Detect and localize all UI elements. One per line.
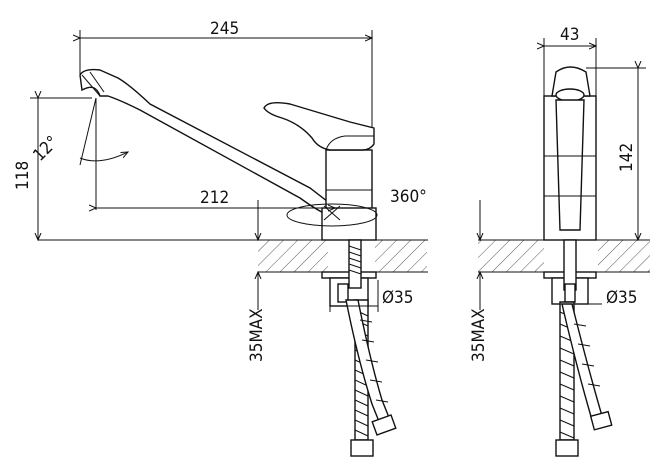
faucet-body: [79, 68, 378, 241]
dim-hole-label-front: Ø35: [606, 288, 638, 308]
front-view: 43 142 Ø35 35MAX: [469, 25, 650, 457]
mounting-assembly-front: [543, 239, 613, 457]
dimension-max-side: 35MAX: [247, 200, 267, 362]
dim-35max-label-side: 35MAX: [247, 308, 267, 362]
dim-12deg-label: 12°: [29, 132, 62, 165]
countertop-section: [258, 239, 428, 273]
dimension-max-front: 35MAX: [469, 200, 489, 362]
dim-35max-label-front: 35MAX: [469, 308, 489, 362]
dim-118-label: 118: [13, 161, 33, 190]
mounting-assembly: [321, 239, 397, 457]
dimension-hole-front: Ø35: [552, 288, 638, 308]
dim-43-label: 43: [560, 25, 579, 45]
dimension-height-front: 142: [586, 68, 646, 240]
faucet-front: [543, 66, 597, 241]
dimension-width-side: 245: [80, 19, 372, 128]
dim-212-label: 212: [200, 188, 229, 208]
dim-142-label: 142: [617, 143, 637, 172]
dimension-hole-side: Ø35: [329, 280, 414, 312]
countertop-section-front: [478, 239, 650, 273]
dimension-width-front: 43: [544, 25, 596, 96]
dim-245-label: 245: [210, 19, 239, 39]
dimension-reach: 212: [96, 188, 335, 208]
dim-hole-label-side: Ø35: [382, 288, 414, 308]
dimension-height-side: 118: [13, 98, 92, 240]
side-view: 245 118 12° 212 360° Ø35: [13, 19, 428, 457]
dim-360-label: 360°: [390, 187, 427, 207]
dimension-angle: 12°: [29, 97, 128, 210]
